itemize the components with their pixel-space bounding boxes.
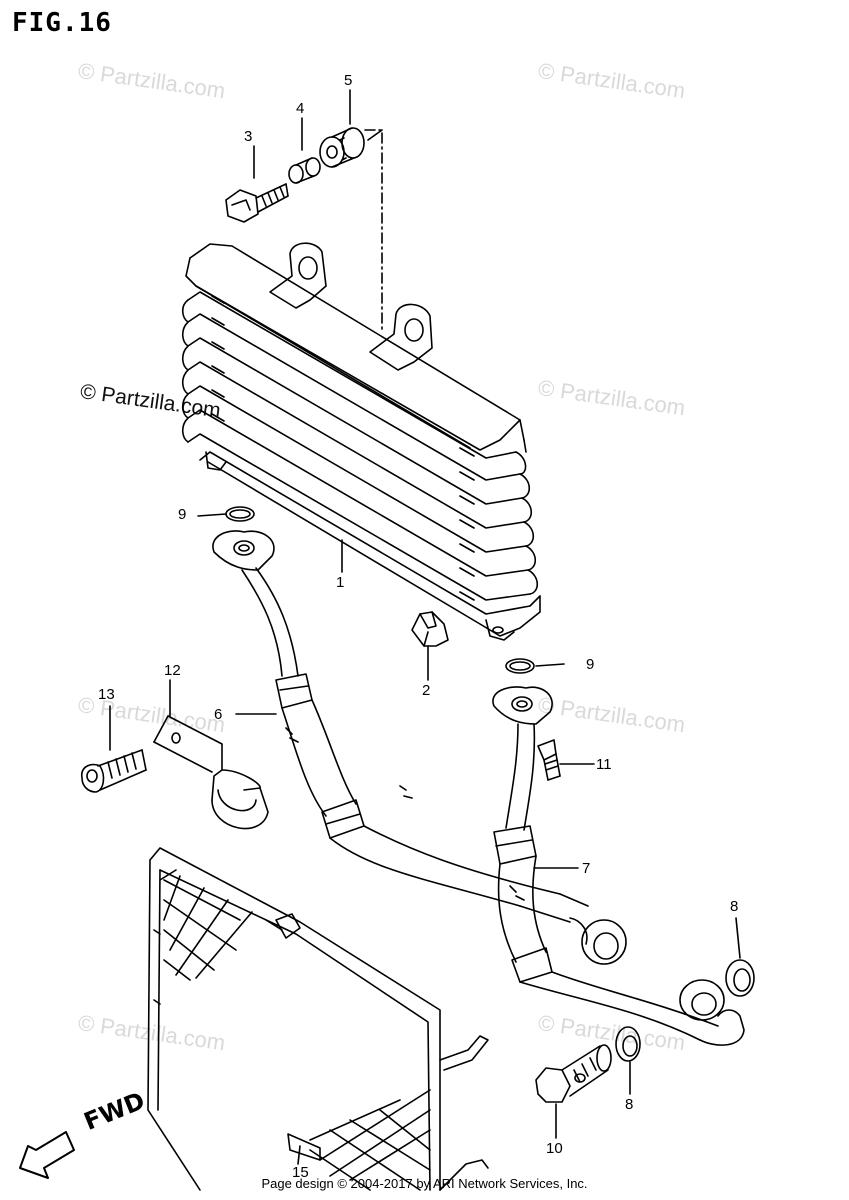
collar-4 xyxy=(288,157,321,184)
callout-9: 9 xyxy=(178,506,187,523)
callout-1: 1 xyxy=(336,574,345,591)
callout-2: 2 xyxy=(422,682,431,699)
callout-11: 11 xyxy=(596,756,612,773)
guard-15 xyxy=(147,847,489,1191)
bracket-12 xyxy=(153,715,269,830)
union-bolt-10 xyxy=(535,1044,612,1103)
callout-12: 12 xyxy=(164,662,181,679)
callout-10: 10 xyxy=(546,1140,563,1157)
clip-2 xyxy=(411,611,449,647)
callout-7: 7 xyxy=(582,860,591,877)
callout-8: 8 xyxy=(730,898,739,915)
figure-title: FIG.16 xyxy=(12,8,112,38)
washer-8b xyxy=(615,1026,641,1062)
oil-hose-6 xyxy=(212,530,627,965)
washer-8 xyxy=(725,959,755,997)
callout-4: 4 xyxy=(296,100,305,117)
callout-8b: 8 xyxy=(625,1096,634,1113)
bolt-13 xyxy=(81,749,147,793)
bolt-3 xyxy=(225,183,289,223)
grommet-5 xyxy=(319,127,365,168)
oil-cooler-1 xyxy=(181,242,541,641)
page-footer: Page design © 2004-2017 by ARI Network S… xyxy=(261,1176,588,1191)
bolt-11 xyxy=(537,739,561,781)
callout-13: 13 xyxy=(98,686,115,703)
callout-3: 3 xyxy=(244,128,253,145)
callout-6: 6 xyxy=(214,706,223,723)
fwd-arrow xyxy=(19,1131,75,1179)
o-ring-9b xyxy=(505,658,535,674)
oil-hose-7 xyxy=(492,686,745,1046)
callout-15: 15 xyxy=(292,1164,309,1181)
callout-5: 5 xyxy=(344,72,353,89)
callout-9b: 9 xyxy=(586,656,595,673)
